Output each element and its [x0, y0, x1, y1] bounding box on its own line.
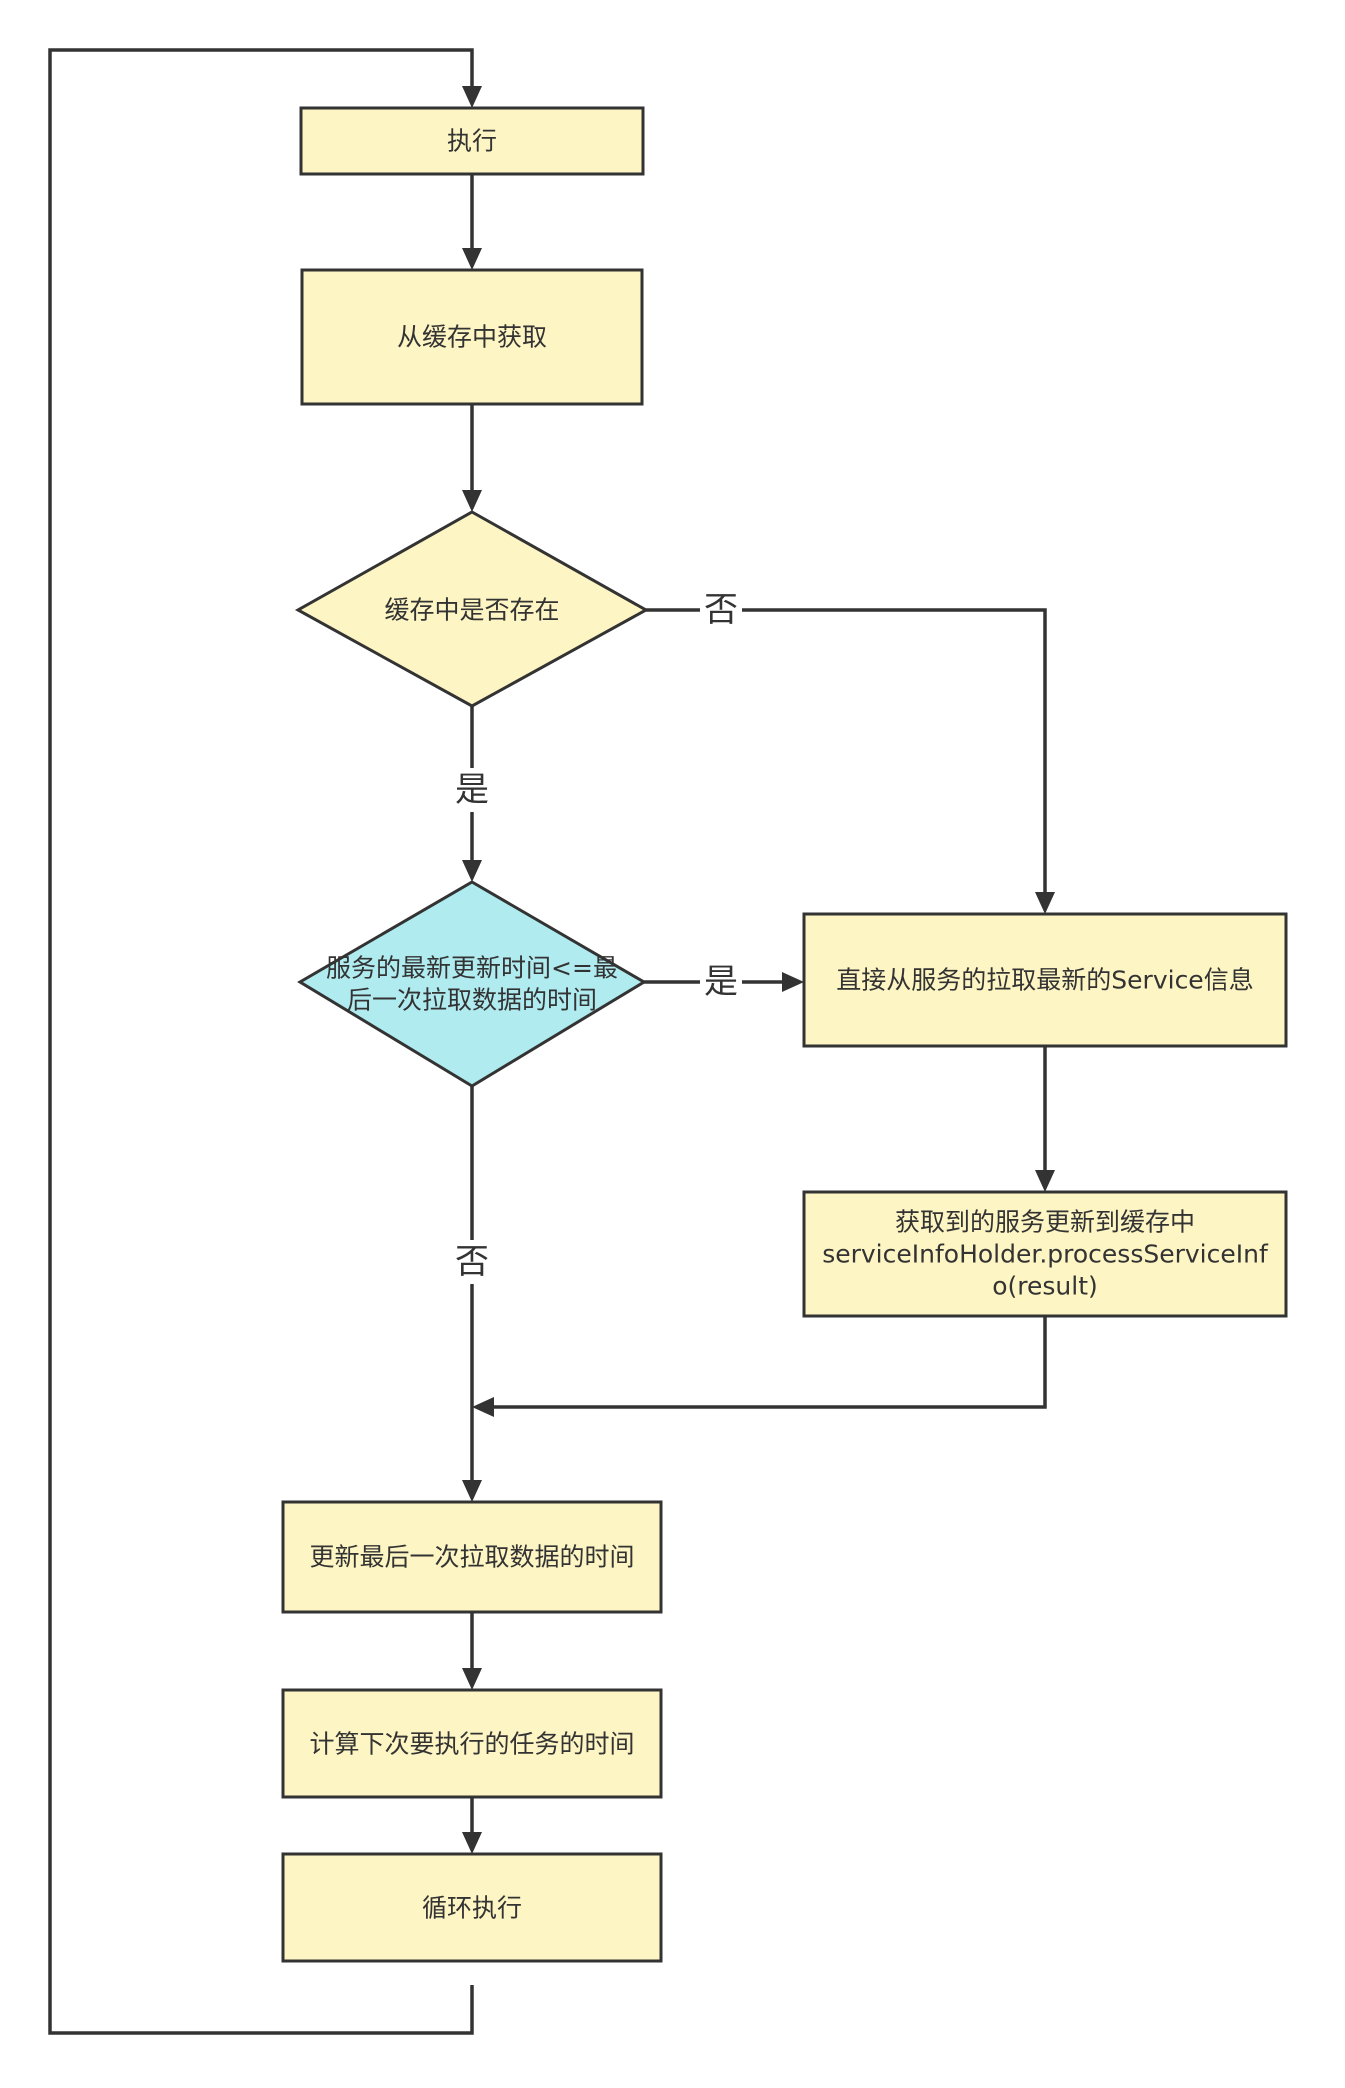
node-pull-from-service[interactable]: 直接从服务的拉取最新的Service信息 — [802, 912, 1288, 1048]
arrowhead-icon — [462, 1832, 482, 1854]
node-pull-from-service-label: 直接从服务的拉取最新的Service信息 — [836, 966, 1253, 995]
edge-label-time-yes: 是 — [704, 962, 738, 1002]
node-update-last-pull-time-label: 更新最后一次拉取数据的时间 — [309, 1543, 634, 1572]
node-update-last-pull-time[interactable]: 更新最后一次拉取数据的时间 — [281, 1500, 663, 1614]
arrowhead-icon — [462, 1668, 482, 1690]
node-update-cache-label-line1: 获取到的服务更新到缓存中 — [895, 1208, 1195, 1237]
node-execute[interactable]: 执行 — [299, 106, 645, 176]
arrowhead-icon — [472, 1397, 494, 1417]
arrowhead-icon — [782, 972, 804, 992]
arrowhead-icon — [462, 1480, 482, 1502]
edge-update-to-merge — [492, 1316, 1047, 1409]
arrowhead-icon — [462, 490, 482, 512]
edge-label-time-no: 否 — [455, 1242, 489, 1282]
node-update-cache-label-line3: o(result) — [992, 1272, 1098, 1301]
node-get-from-cache[interactable]: 从缓存中获取 — [300, 268, 644, 406]
arrowhead-icon — [1035, 892, 1055, 914]
node-update-time-decision[interactable]: 服务的最新更新时间<=最 后一次拉取数据的时间 — [297, 880, 647, 1088]
arrowhead-icon — [462, 860, 482, 882]
node-loop-execute-label: 循环执行 — [422, 1894, 522, 1923]
node-update-cache[interactable]: 获取到的服务更新到缓存中 serviceInfoHolder.processSe… — [802, 1190, 1288, 1318]
edge-label-cache-no: 否 — [704, 590, 738, 630]
edge-cache-no — [646, 608, 1047, 892]
arrowhead-icon — [1035, 1170, 1055, 1192]
node-update-time-label-line1: 服务的最新更新时间<=最 — [326, 954, 618, 983]
node-get-from-cache-label: 从缓存中获取 — [397, 323, 547, 352]
node-compute-next-time[interactable]: 计算下次要执行的任务的时间 — [281, 1688, 663, 1799]
node-loop-execute[interactable]: 循环执行 — [281, 1852, 663, 1963]
node-cache-exists-decision[interactable]: 缓存中是否存在 — [294, 510, 650, 708]
node-update-time-label-line2: 后一次拉取数据的时间 — [347, 986, 597, 1015]
node-cache-exists-label: 缓存中是否存在 — [384, 596, 559, 625]
node-update-cache-label-line2: serviceInfoHolder.processServiceInf — [822, 1240, 1269, 1269]
edge-loop-back — [48, 48, 474, 2035]
edge-label-cache-yes: 是 — [455, 770, 489, 810]
arrowhead-icon — [462, 86, 482, 108]
node-compute-next-time-label: 计算下次要执行的任务的时间 — [309, 1730, 634, 1759]
arrowhead-icon — [462, 248, 482, 270]
node-execute-label: 执行 — [447, 127, 497, 156]
